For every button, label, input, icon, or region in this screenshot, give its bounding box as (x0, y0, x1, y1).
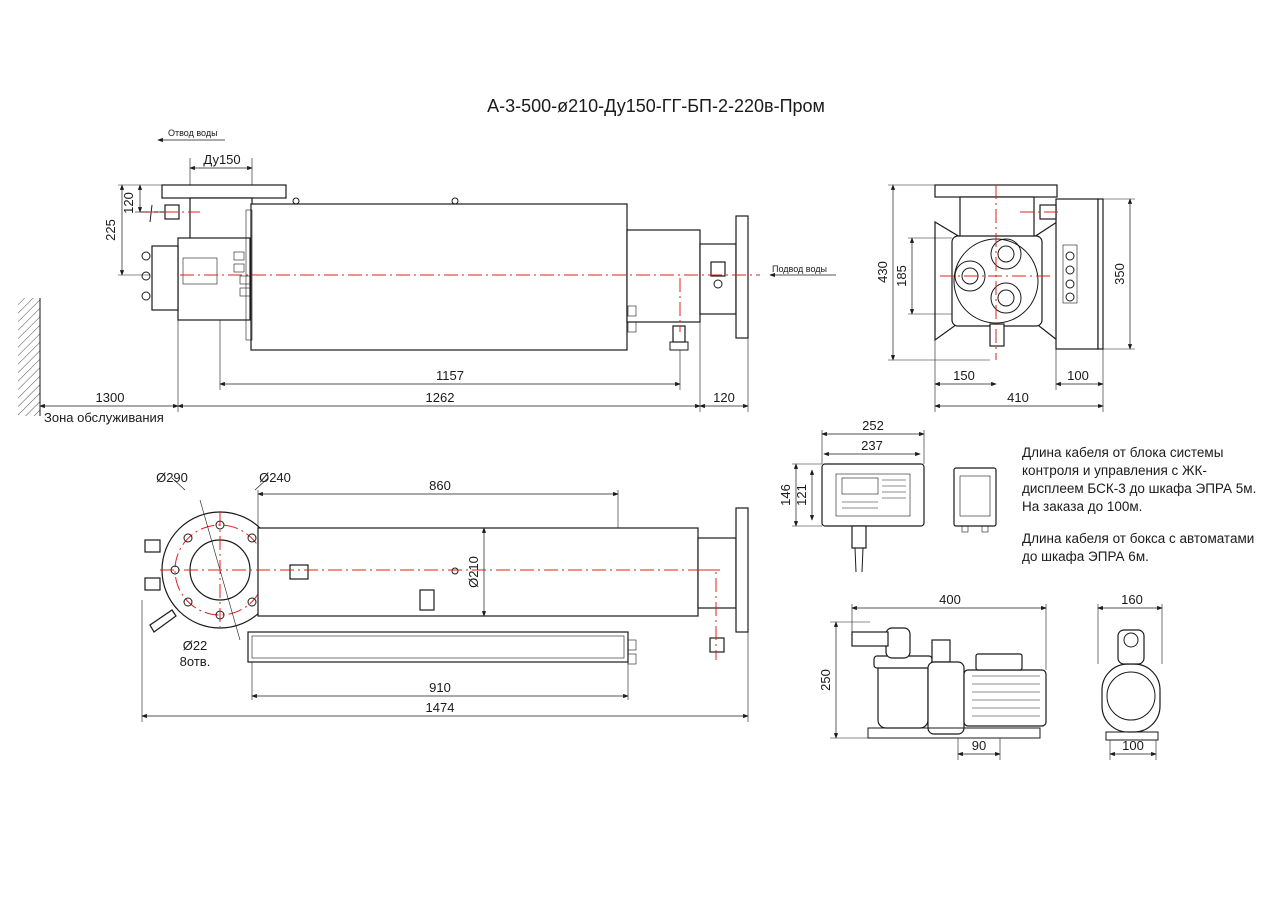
cable-note-1: Длина кабеля от блока системы контроля и… (1022, 444, 1262, 516)
plan-view: Ø290 Ø240 Ø22 8отв. 860 Ø210 9 (141, 470, 749, 722)
dim-250: 250 (818, 669, 833, 691)
dim-1262: 1262 (426, 390, 455, 405)
dim-1157: 1157 (436, 368, 464, 383)
service-zone-label: Зона обслуживания (44, 410, 164, 425)
dim-160: 160 (1121, 592, 1143, 607)
outlet-label: Отвод воды (168, 128, 218, 138)
dim-290: Ø290 (156, 470, 188, 485)
dim-185: 185 (894, 265, 909, 287)
dim-350: 350 (1112, 263, 1127, 285)
dim-860: 860 (429, 478, 451, 493)
cable-note-2: Длина кабеля от бокса с автоматами до шк… (1022, 530, 1262, 566)
dim-400: 400 (939, 592, 961, 607)
dim-100-pump: 100 (1122, 738, 1144, 753)
dim-146: 146 (778, 484, 793, 506)
dim-120-horizontal: 120 (713, 390, 735, 405)
dim-100-side: 100 (1067, 368, 1089, 383)
cable-note-1-text: Длина кабеля от блока системы контроля и… (1022, 445, 1257, 514)
dim-22: Ø22 (183, 638, 208, 653)
dim-240: Ø240 (259, 470, 291, 485)
cable-note-2-text: Длина кабеля от бокса с автоматами до шк… (1022, 531, 1255, 564)
front-view: Отвод воды Ду150 120 225 (18, 128, 836, 425)
dim-410: 410 (1007, 390, 1029, 405)
dim-210: Ø210 (466, 556, 481, 588)
side-view: 430 185 350 150 100 410 (875, 184, 1135, 412)
dn-label: Ду150 (203, 152, 240, 167)
dim-252: 252 (862, 418, 884, 433)
dim-121: 121 (794, 484, 809, 506)
dim-225: 225 (103, 219, 118, 241)
dim-150-side: 150 (953, 368, 975, 383)
dim-90: 90 (972, 738, 986, 753)
dim-120-vertical: 120 (121, 192, 136, 214)
dim-910: 910 (429, 680, 451, 695)
dim-1300: 1300 (96, 390, 125, 405)
holes-label: 8отв. (180, 654, 211, 669)
dim-430: 430 (875, 261, 890, 283)
dim-237: 237 (861, 438, 883, 453)
drawing-title: А-3-500-ø210-Ду150-ГГ-БП-2-220в-Пром (487, 96, 825, 116)
control-unit: 252 237 146 121 (778, 418, 997, 573)
dim-1474: 1474 (426, 700, 455, 715)
inlet-label: Подвод воды (772, 264, 827, 274)
pump: 400 250 90 160 100 (818, 592, 1163, 760)
